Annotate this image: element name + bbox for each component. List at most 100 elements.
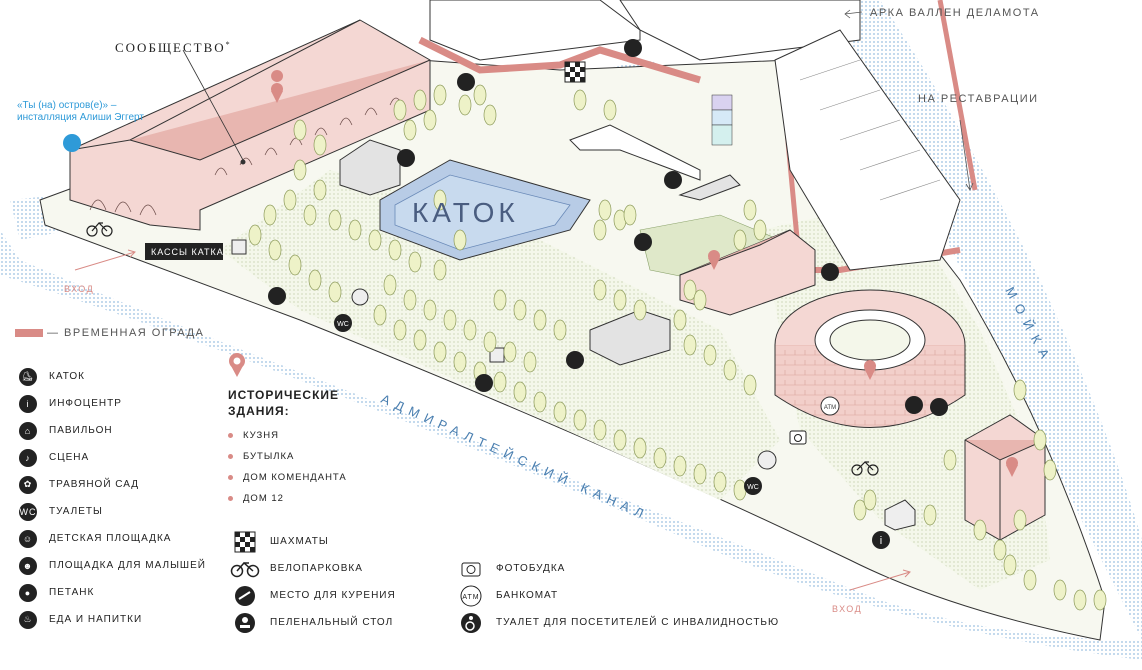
tree [383, 274, 397, 296]
tree [433, 341, 447, 363]
atm-icon: ATM [456, 585, 486, 607]
historic-item: ДОМ КОМЕНДАНТА [228, 467, 347, 488]
fountain [757, 450, 777, 470]
legend-item: МЕСТО ДЛЯ КУРЕНИЯ [230, 582, 396, 609]
tree [393, 99, 407, 121]
tree [328, 281, 342, 303]
chess-icon [230, 531, 260, 553]
legend-item: ● ПЕТАНК [19, 579, 206, 606]
kiosk [231, 239, 247, 255]
legend-item: ФОТОБУДКА [456, 555, 779, 582]
tree [308, 269, 322, 291]
legend-item: ✿ТРАВЯНОЙ САД [19, 471, 206, 498]
tree [368, 229, 382, 251]
legend-item: ⌂ПАВИЛЬОН [19, 417, 206, 444]
tree [433, 84, 447, 106]
tree [923, 504, 937, 526]
historic-pin [864, 360, 876, 380]
historic-pin [271, 70, 284, 103]
installation-label-line1: «Ты (на) остров(е)» – [17, 100, 117, 111]
fence-label: — ВРЕМЕННАЯ ОГРАДА [47, 327, 205, 339]
smoking-area-icon [230, 585, 260, 607]
tree [733, 479, 747, 501]
community-point [240, 159, 246, 165]
tree [293, 119, 307, 141]
historic-pin-icon [229, 353, 245, 377]
tree [673, 309, 687, 331]
tree [433, 189, 447, 211]
tree [348, 219, 362, 241]
tree [493, 371, 507, 393]
legend-item: ☻ПЛОЩАДКА ДЛЯ МАЛЫШЕЙ [19, 552, 206, 579]
tree [453, 229, 467, 251]
tree [458, 94, 472, 116]
tree [573, 89, 587, 111]
tree [598, 199, 612, 221]
tree [553, 401, 567, 423]
tree [533, 391, 547, 413]
smoking-area-icon [624, 39, 642, 57]
kids-blocks [711, 94, 733, 111]
installation-marker[interactable] [63, 134, 81, 152]
tree [423, 109, 437, 131]
legend-item-label: СЦЕНА [49, 452, 90, 463]
community-label: СООБЩЕСТВО* [115, 40, 232, 55]
tree [373, 304, 387, 326]
tree [483, 331, 497, 353]
smoking-area-icon [821, 263, 839, 281]
legend-item-label: ДЕТСКАЯ ПЛОЩАДКА [49, 533, 172, 544]
info-icon: i [19, 394, 37, 413]
temporary-fence [937, 0, 978, 191]
community-label-text: СООБЩЕСТВО [115, 40, 226, 55]
tree [603, 99, 617, 121]
tree [413, 89, 427, 111]
tree [673, 455, 687, 477]
petanque-icon: ● [19, 583, 37, 602]
legend-item-label: ТУАЛЕТЫ [49, 506, 103, 517]
tree [433, 259, 447, 281]
historic-title-line1: ИСТОРИЧЕСКИЕ [228, 388, 340, 402]
tree [303, 204, 317, 226]
changing-table-icon [230, 612, 260, 634]
tree [293, 159, 307, 181]
pavilion-icon [566, 351, 584, 369]
rink-ticket-label: КАССЫ КАТКА [151, 247, 224, 257]
atm-icon [820, 396, 840, 416]
top-warehouse [619, 0, 861, 61]
legend-item-label: ПЕТАНК [49, 587, 95, 598]
chess-icon [564, 61, 586, 83]
rink-pavilion [339, 139, 401, 196]
tree [693, 463, 707, 485]
installation-label: «Ты (на) остров(е)» – инсталляция Алиши … [17, 100, 144, 124]
svg-text:WC: WC [747, 484, 759, 491]
historic-building-dom-12 [964, 414, 1046, 541]
restoration-label: НА РЕСТАВРАЦИИ [918, 93, 1039, 105]
legend-item-label: ТРАВЯНОЙ САД [49, 479, 140, 490]
tree [263, 204, 277, 226]
tree [633, 437, 647, 459]
tree [1053, 579, 1067, 601]
tree [313, 134, 327, 156]
tree [633, 299, 647, 321]
tree [248, 224, 262, 246]
tree [463, 319, 477, 341]
tree [593, 219, 607, 241]
tree [453, 351, 467, 373]
historic-title: ИСТОРИЧЕСКИЕ ЗДАНИЯ: [228, 387, 347, 419]
historic-title-line2: ЗДАНИЯ: [228, 404, 290, 418]
tree [863, 489, 877, 511]
moika-water [830, 0, 1142, 640]
tree [733, 229, 747, 251]
restoration-arrow [959, 119, 974, 191]
changing-table-icon [905, 396, 923, 414]
tree [753, 219, 767, 241]
tree [403, 289, 417, 311]
tree [268, 239, 282, 261]
tree [613, 289, 627, 311]
legend-fence: — ВРЕМЕННАЯ ОГРАДА [15, 327, 204, 339]
entrance-left-label: ВХОД [64, 284, 94, 294]
